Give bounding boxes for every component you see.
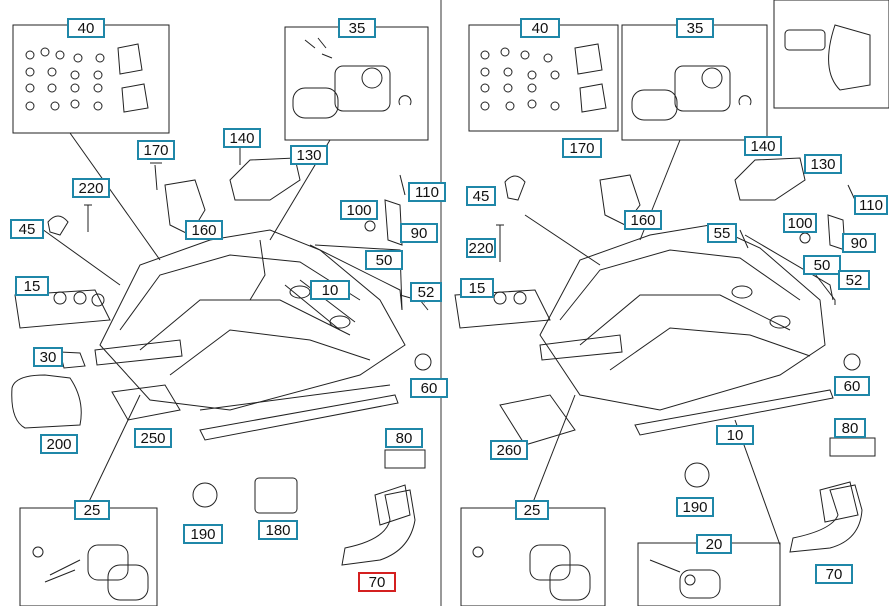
sensor-190-right: [684, 462, 710, 488]
callout-110[interactable]: 110: [408, 182, 446, 202]
springs-15: [14, 289, 111, 329]
knob-60-right: [843, 353, 861, 371]
inset-box-35: [284, 26, 429, 141]
inset-box-40-right: [468, 24, 619, 132]
callout-15-right[interactable]: 15: [460, 278, 494, 298]
callout-35[interactable]: 35: [338, 18, 376, 38]
callout-190-right[interactable]: 190: [676, 497, 714, 517]
cushion-200: [11, 374, 82, 429]
callout-80-right[interactable]: 80: [834, 418, 866, 438]
callout-20-right[interactable]: 20: [696, 534, 732, 554]
inset-box-switch: [773, 0, 889, 109]
callout-52-right[interactable]: 52: [838, 270, 870, 290]
part-30: [59, 351, 86, 369]
motor-35-right: [631, 65, 752, 121]
callout-50-right[interactable]: 50: [803, 255, 841, 275]
screw-220-right: [496, 224, 504, 262]
connector-80-right: [829, 437, 876, 457]
motor-25-right: [472, 544, 591, 601]
seat-frame-right: [539, 224, 834, 436]
sensor-190: [192, 482, 218, 508]
switch-panel: [784, 24, 871, 91]
callout-200[interactable]: 200: [40, 434, 78, 454]
callout-10-right[interactable]: 10: [716, 425, 754, 445]
callout-10[interactable]: 10: [310, 280, 350, 300]
callout-40[interactable]: 40: [67, 18, 105, 38]
screw-220: [84, 204, 92, 232]
callout-250[interactable]: 250: [134, 428, 172, 448]
callout-55-right[interactable]: 55: [707, 223, 737, 243]
springs-15-right: [454, 289, 551, 329]
callout-25[interactable]: 25: [74, 500, 110, 520]
callout-45[interactable]: 45: [10, 219, 44, 239]
inset-box-35-right: [621, 24, 768, 141]
callout-260-right[interactable]: 260: [490, 440, 528, 460]
motor-25: [32, 544, 149, 601]
callout-90-right[interactable]: 90: [842, 233, 876, 253]
module-180: [254, 477, 298, 514]
cover-130-right: [734, 157, 806, 201]
callout-45-right[interactable]: 45: [466, 186, 496, 206]
callout-25-right[interactable]: 25: [515, 500, 549, 520]
callout-40-right[interactable]: 40: [520, 18, 560, 38]
module-250: [111, 384, 181, 421]
callout-80[interactable]: 80: [385, 428, 423, 448]
tube-70: [341, 489, 416, 566]
callout-30[interactable]: 30: [33, 347, 63, 367]
motor-20: [649, 559, 721, 599]
callout-140[interactable]: 140: [223, 128, 261, 148]
callout-35-right[interactable]: 35: [676, 18, 714, 38]
inset-box-25-right: [460, 507, 606, 607]
left-panel: [11, 24, 432, 607]
callout-60-right[interactable]: 60: [834, 376, 870, 396]
cover-130: [229, 157, 301, 201]
module-260: [499, 394, 576, 446]
callout-100[interactable]: 100: [340, 200, 378, 220]
callout-52[interactable]: 52: [410, 282, 442, 302]
inset-box-40: [12, 24, 170, 134]
motor-35: [292, 37, 412, 119]
callout-60[interactable]: 60: [410, 378, 448, 398]
callout-170[interactable]: 170: [137, 140, 175, 160]
connector-80: [384, 449, 426, 469]
callout-170-right[interactable]: 170: [562, 138, 602, 158]
callout-110-right[interactable]: 110: [854, 195, 888, 215]
seat-frame-left: [94, 229, 406, 441]
callout-100-right[interactable]: 100: [783, 213, 817, 233]
knob-60: [414, 353, 432, 371]
callout-70-selected[interactable]: 70: [358, 572, 396, 592]
callout-130-right[interactable]: 130: [804, 154, 842, 174]
callout-220[interactable]: 220: [72, 178, 110, 198]
callout-190[interactable]: 190: [183, 524, 223, 544]
callout-140-right[interactable]: 140: [744, 136, 782, 156]
callout-160-right[interactable]: 160: [624, 210, 662, 230]
callout-70-right[interactable]: 70: [815, 564, 853, 584]
fasteners-40-right: [480, 43, 607, 113]
fasteners-40: [25, 43, 149, 113]
callout-50[interactable]: 50: [365, 250, 403, 270]
tube-70-right: [789, 484, 863, 553]
callout-15[interactable]: 15: [15, 276, 49, 296]
callout-90[interactable]: 90: [400, 223, 438, 243]
callout-220-right[interactable]: 220: [466, 238, 496, 258]
callout-130[interactable]: 130: [290, 145, 328, 165]
callout-180[interactable]: 180: [258, 520, 298, 540]
callout-160[interactable]: 160: [185, 220, 223, 240]
